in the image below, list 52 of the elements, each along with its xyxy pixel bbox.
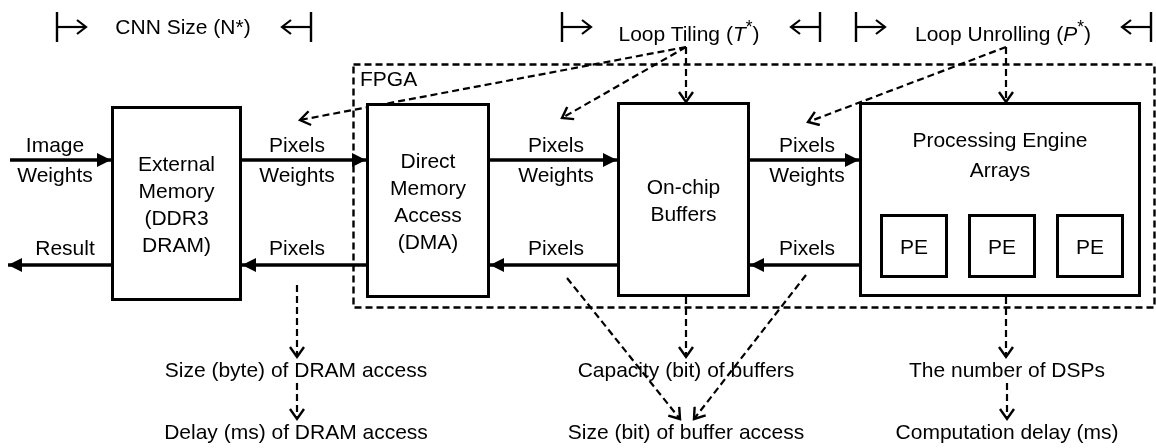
edge-label: Pixels [268,235,326,261]
pe-box [968,214,1036,278]
box-text: Direct Memory Access (DMA) [389,147,467,255]
arrow [750,153,859,167]
edge-label: Pixels Weights [517,132,595,188]
metric-text: Size (byte) of DRAM access [164,358,428,381]
edge-label: Pixels Weights [258,132,336,188]
pe-array-box [859,102,1141,297]
dashed-arrow [288,285,306,359]
arrow [8,258,111,272]
dashed-arrow [566,277,682,421]
buffer-box [617,102,750,297]
arrow [10,153,111,167]
arrow [750,258,859,272]
dashed-arrow [692,274,807,421]
metric-text: Delay (ms) of DRAM access [164,420,428,443]
dashed-arrow [288,383,306,421]
dashed-arrow [998,383,1016,421]
arrow [242,258,366,272]
parameter-heading: Loop Tiling (T$^{*}$) [618,22,760,45]
metric-text: The number of DSPs [908,358,1106,381]
box-text: PE [1076,233,1104,260]
arrow [242,153,366,167]
dashed-arrow [997,297,1015,359]
dashed-arrow [298,45,687,127]
parameter-heading: Loop Unrolling (P$^{*}$) [914,22,1092,45]
pe-box [880,214,948,278]
box-text: PE [900,233,928,260]
edge-label: Pixels [527,235,585,261]
edge-label: Result [34,235,96,261]
dashed-arrow [997,47,1015,104]
memory-box [111,106,242,301]
box-text: On-chip Buffers [645,173,722,227]
metric-text: Size (bit) of buffer access [567,420,805,443]
metric-text: Capacity (bit) of buffers [577,358,795,381]
metric-text: Computation delay (ms) [895,420,1119,443]
arrow [490,258,617,272]
box-text: External Memory (DDR3 DRAM) [136,150,216,258]
box-text: PE [988,233,1016,260]
pe-box [1056,214,1124,278]
parameter-heading: CNN Size (N*) [115,14,251,40]
dashed-arrow [806,45,1007,127]
edge-label: Pixels [778,235,836,261]
arrow [490,153,617,167]
dashed-arrow [677,47,695,104]
dashed-arrow [560,46,687,121]
dma-box [366,103,490,298]
edge-label: Pixels Weights [768,132,846,188]
box-title: Processing Engine Arrays [911,127,1089,183]
edge-label: Image Weights [16,132,94,188]
region-title: FPGA [360,67,418,91]
dashed-arrow [677,297,695,359]
